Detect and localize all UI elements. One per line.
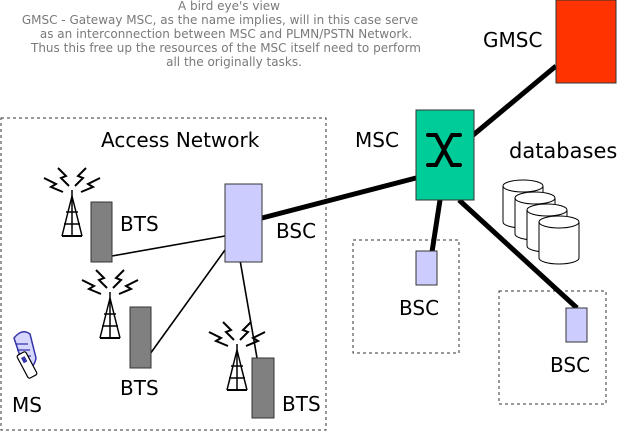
caption-title: A bird eye's view (178, 0, 280, 13)
link-msc-bsc-mid (429, 199, 443, 253)
gmsc-label: GMSC (483, 28, 542, 52)
database-cylinder-icon (538, 215, 580, 265)
mobile-station-icon (13, 331, 38, 379)
bsc-main-node (224, 183, 263, 263)
bsc-main-label: BSC (276, 219, 316, 243)
link-gmsc-msc (470, 64, 558, 138)
msc-label: MSC (355, 128, 399, 152)
radio-tower-icon (43, 167, 101, 237)
bts-1-node (90, 201, 113, 263)
access-network-label: Access Network (101, 128, 260, 152)
caption-line-1: GMSC - Gateway MSC, as the name implies,… (22, 13, 418, 27)
gmsc-node (555, 0, 617, 84)
switch-cross-icon (426, 133, 462, 167)
caption-line-3: Thus this free up the resources of the M… (30, 41, 421, 55)
access-network-boundary (0, 117, 327, 431)
bts-3-node (251, 357, 275, 419)
caption-line-2: as an interconnection between MSC and PL… (40, 27, 412, 41)
bts-1-label: BTS (120, 212, 159, 236)
bsc-right-boundary (498, 290, 607, 405)
bsc-mid-node (415, 250, 438, 286)
radio-tower-icon (81, 269, 139, 339)
radio-tower-icon (208, 321, 266, 391)
bsc-right-node (565, 307, 588, 343)
databases-label: databases (509, 139, 617, 163)
ms-label: MS (12, 393, 42, 417)
link-msc-bsc-main (261, 175, 417, 221)
link-msc-bsc-right (457, 198, 579, 310)
caption-line-4: all the originally tasks. (166, 55, 302, 69)
bsc-mid-label: BSC (399, 296, 439, 320)
bts-2-label: BTS (120, 376, 159, 400)
link-bsc-bts-1 (111, 235, 226, 257)
link-bsc-bts-2 (149, 249, 226, 355)
bsc-right-label: BSC (550, 353, 590, 377)
bts-2-node (129, 306, 152, 369)
bts-3-label: BTS (282, 392, 321, 416)
bsc-mid-boundary (352, 239, 460, 354)
